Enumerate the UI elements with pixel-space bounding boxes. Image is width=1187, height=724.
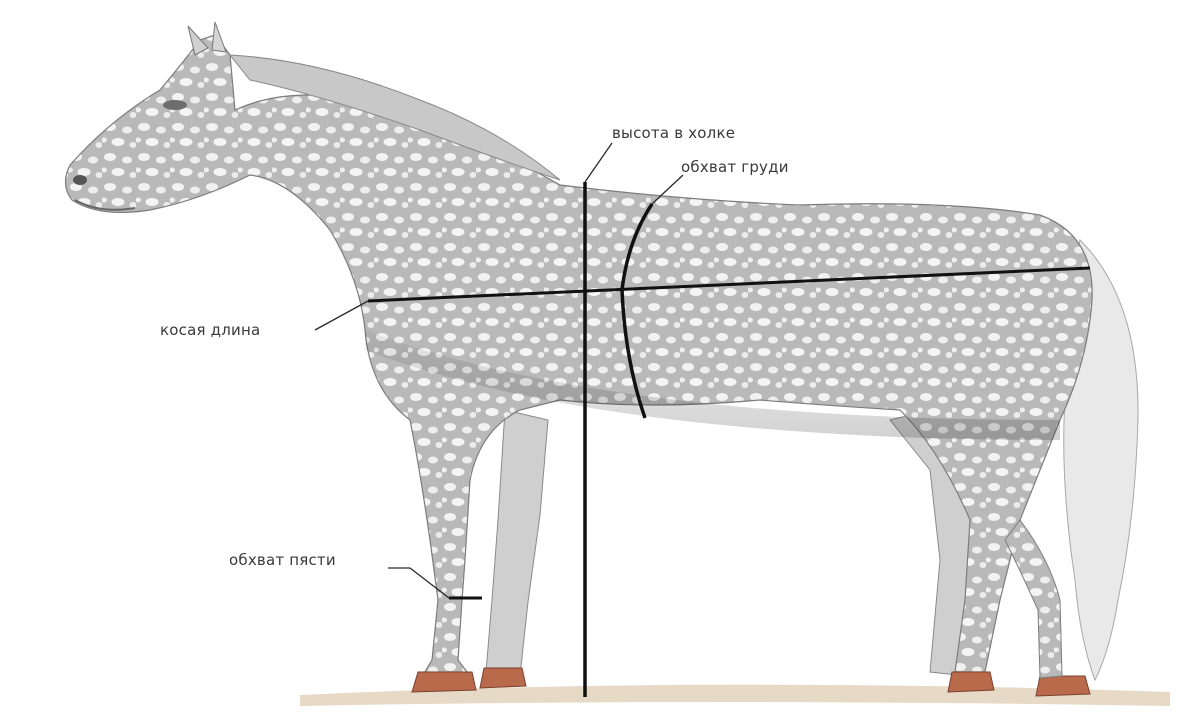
eye (163, 100, 187, 110)
far-legs (486, 410, 978, 676)
label-oblique-length: косая длина (160, 321, 260, 339)
label-height-at-withers: высота в холке (612, 124, 735, 142)
near-hind-leg (1005, 520, 1062, 678)
nostril (73, 175, 87, 185)
label-cannon-girth: обхват пясти (229, 551, 336, 569)
label-chest-girth: обхват груди (681, 158, 789, 176)
